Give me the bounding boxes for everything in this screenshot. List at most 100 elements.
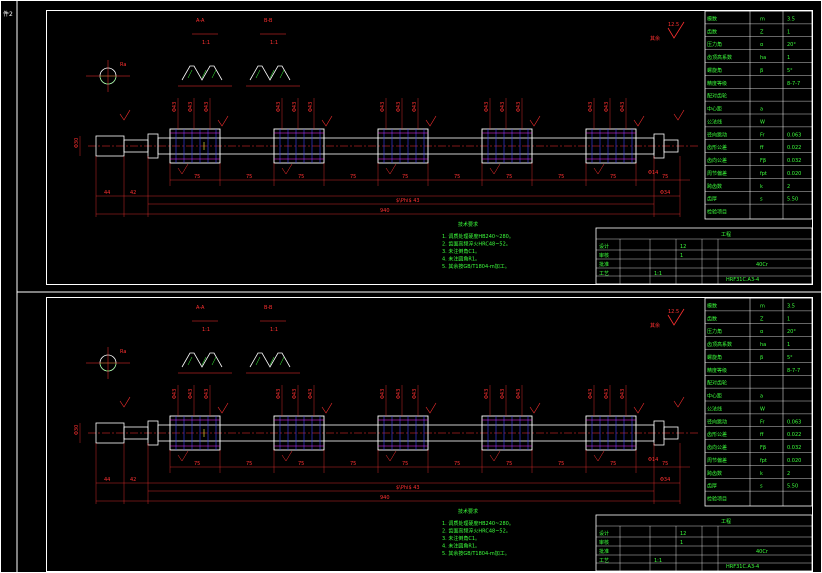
param-symbol: k xyxy=(760,471,763,477)
param-name: 齿数 xyxy=(707,28,717,35)
worm-roughness xyxy=(321,402,333,414)
param-name: 公法线 xyxy=(707,118,722,125)
param-value: 2 xyxy=(787,471,790,477)
param-value: 3.5 xyxy=(787,303,795,309)
worm-dim: Φ43 xyxy=(604,389,610,399)
spacing-dim: 75 xyxy=(298,174,304,180)
spacing-dim: 75 xyxy=(298,461,304,467)
worm-roughness xyxy=(633,402,645,414)
worm-dim: Φ43 xyxy=(188,102,194,112)
param-value: 1 xyxy=(787,342,790,348)
section-scale: 1:1 xyxy=(202,327,210,333)
note-line: 1. 调质处理硬度HB240~280。 xyxy=(442,233,514,240)
worm-section xyxy=(273,128,325,164)
param-symbol: Fβ xyxy=(760,158,766,164)
roughness-suffix: 其余 xyxy=(650,35,660,42)
param-name: 模数 xyxy=(707,15,717,22)
spacing-dim: 75 xyxy=(558,174,564,180)
end-roughness-right xyxy=(673,109,685,121)
worm-dim: Φ43 xyxy=(276,102,282,112)
param-symbol: W xyxy=(760,119,765,125)
param-symbol: ha xyxy=(760,55,766,61)
param-value: 0.032 xyxy=(787,158,801,164)
tooth-hatch xyxy=(255,69,285,79)
section-roughness: Ra xyxy=(120,349,126,355)
title-block xyxy=(595,514,813,572)
param-value: 0.063 xyxy=(787,132,801,138)
param-symbol: ha xyxy=(760,342,766,348)
param-symbol: Z xyxy=(760,316,764,322)
notes-title: 技术要求 xyxy=(458,221,478,228)
param-symbol: Fr xyxy=(760,132,766,138)
param-value: 5.50 xyxy=(787,197,798,203)
param-value: 2 xyxy=(787,184,790,190)
worm-dim: Φ43 xyxy=(188,389,194,399)
worm-section xyxy=(169,128,221,164)
worm-section xyxy=(377,415,429,451)
spacing-dim: 75 xyxy=(454,174,460,180)
spacing-dim: 75 xyxy=(610,174,616,180)
worm-roughness xyxy=(217,402,229,414)
worm-bottom-roughness xyxy=(177,163,189,175)
section-label: A-A xyxy=(196,305,205,311)
tooth-profile xyxy=(249,65,291,81)
spacing-dim: 75 xyxy=(350,174,356,180)
param-value: 3.5 xyxy=(787,16,795,22)
section-label: A-A xyxy=(196,18,205,24)
worm-dim: Φ43 xyxy=(172,389,178,399)
worm-roughness xyxy=(529,115,541,127)
mid-length-dim: $\Phi$ 43 xyxy=(396,485,420,491)
worm-dim: Φ43 xyxy=(604,102,610,112)
title-block-name: 工程 xyxy=(721,518,731,525)
note-line: 5. 其余按GB/T1804-m加工。 xyxy=(442,263,510,270)
worm-dim: Φ43 xyxy=(484,102,490,112)
tooth-hatch xyxy=(187,69,217,79)
title-block-row: 审核 xyxy=(599,539,609,546)
right-dim: Φ14 xyxy=(648,457,658,463)
param-name: 径向跳动 xyxy=(707,131,727,138)
worm-section xyxy=(585,128,637,164)
spacing-dim: 75 xyxy=(454,461,460,467)
section-label: B-B xyxy=(264,305,273,311)
shaft-end-right xyxy=(663,426,679,440)
worm-dim: Φ43 xyxy=(204,389,210,399)
worm-roughness xyxy=(633,115,645,127)
spacing-dim: 75 xyxy=(350,461,356,467)
param-name: 配对齿轮 xyxy=(707,93,727,100)
worm-section xyxy=(481,415,533,451)
section-scale: 1:1 xyxy=(202,40,210,46)
title-block-material: 40Cr xyxy=(756,262,769,268)
overall-length-dim: 940 xyxy=(380,208,390,214)
section-scale: 1:1 xyxy=(270,327,278,333)
section-scale: 1:1 xyxy=(270,40,278,46)
worm-dim: Φ43 xyxy=(588,389,594,399)
param-name: 齿厚 xyxy=(707,197,717,203)
worm-dim: Φ43 xyxy=(516,389,522,399)
roughness-suffix: 其余 xyxy=(650,322,660,329)
worm-bottom-roughness xyxy=(593,163,605,175)
param-symbol: fpt xyxy=(760,458,767,464)
param-value: 0.020 xyxy=(787,171,801,177)
worm-roughness xyxy=(425,402,437,414)
section-hatch xyxy=(99,362,117,372)
end-roughness xyxy=(119,396,131,408)
spacing-dim: 75 xyxy=(610,461,616,467)
param-symbol: fpt xyxy=(760,171,767,177)
spacing-dim: 75 xyxy=(194,461,200,467)
worm-dim: Φ43 xyxy=(172,102,178,112)
shaft-end-right xyxy=(663,139,679,153)
worm-dim: Φ43 xyxy=(620,389,626,399)
right-dim: Φ34 xyxy=(660,477,670,483)
worm-dim: Φ43 xyxy=(204,102,210,112)
param-symbol: ff xyxy=(760,432,764,438)
roughness-value: 12.5 xyxy=(668,22,679,28)
mid-length-dim: $\Phi$ 43 xyxy=(396,198,420,204)
note-line: 2. 齿面高频淬火HRC48~52。 xyxy=(442,241,511,248)
worm-dim: Φ43 xyxy=(412,102,418,112)
worm-dim: Φ43 xyxy=(500,102,506,112)
param-value: 0.022 xyxy=(787,432,801,438)
param-symbol: β xyxy=(760,68,763,74)
param-symbol: m xyxy=(760,16,765,22)
param-name: 径向跳动 xyxy=(707,418,727,425)
title-block-sheet: 1 xyxy=(680,540,683,546)
